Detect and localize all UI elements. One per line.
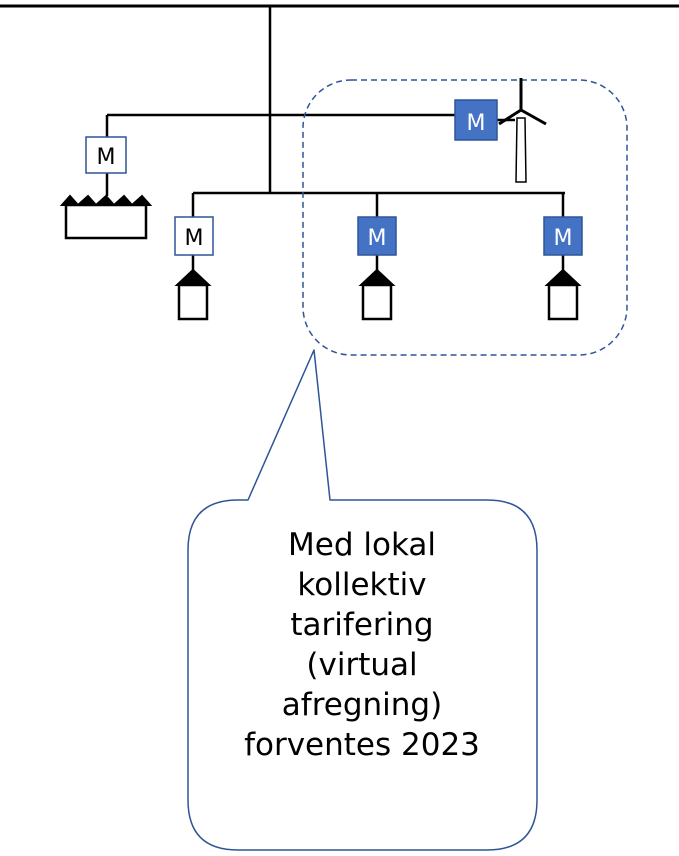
meter-icon: M: [174, 216, 214, 256]
meter-icon: M: [85, 136, 127, 174]
callout-text: Med lokal kollektiv tarifering (virtual …: [192, 525, 532, 765]
meter-icon: M: [543, 216, 583, 256]
callout-line: Med lokal: [288, 527, 436, 563]
meter-label: M: [467, 111, 486, 136]
meter-label: M: [554, 226, 573, 251]
meter-label: M: [368, 226, 387, 251]
callout-line: kollektiv: [297, 567, 427, 603]
wind-turbine-icon: [498, 78, 547, 183]
callout-line: afregning): [281, 687, 443, 723]
meter-label: M: [185, 226, 204, 251]
callout-line: forventes 2023: [244, 727, 480, 763]
house-icon: [358, 268, 396, 321]
energy-community-boundary: [302, 79, 628, 356]
house-icon: [544, 268, 582, 321]
meter-icon: M: [357, 216, 397, 256]
house-icon: [174, 268, 212, 321]
callout-bubble: [187, 349, 538, 851]
meter-icon: M: [454, 99, 498, 141]
apartment-block-icon: [59, 194, 153, 240]
callout-line: (virtual: [306, 647, 418, 683]
callout-line: tarifering: [290, 607, 434, 643]
meter-label: M: [97, 145, 116, 170]
